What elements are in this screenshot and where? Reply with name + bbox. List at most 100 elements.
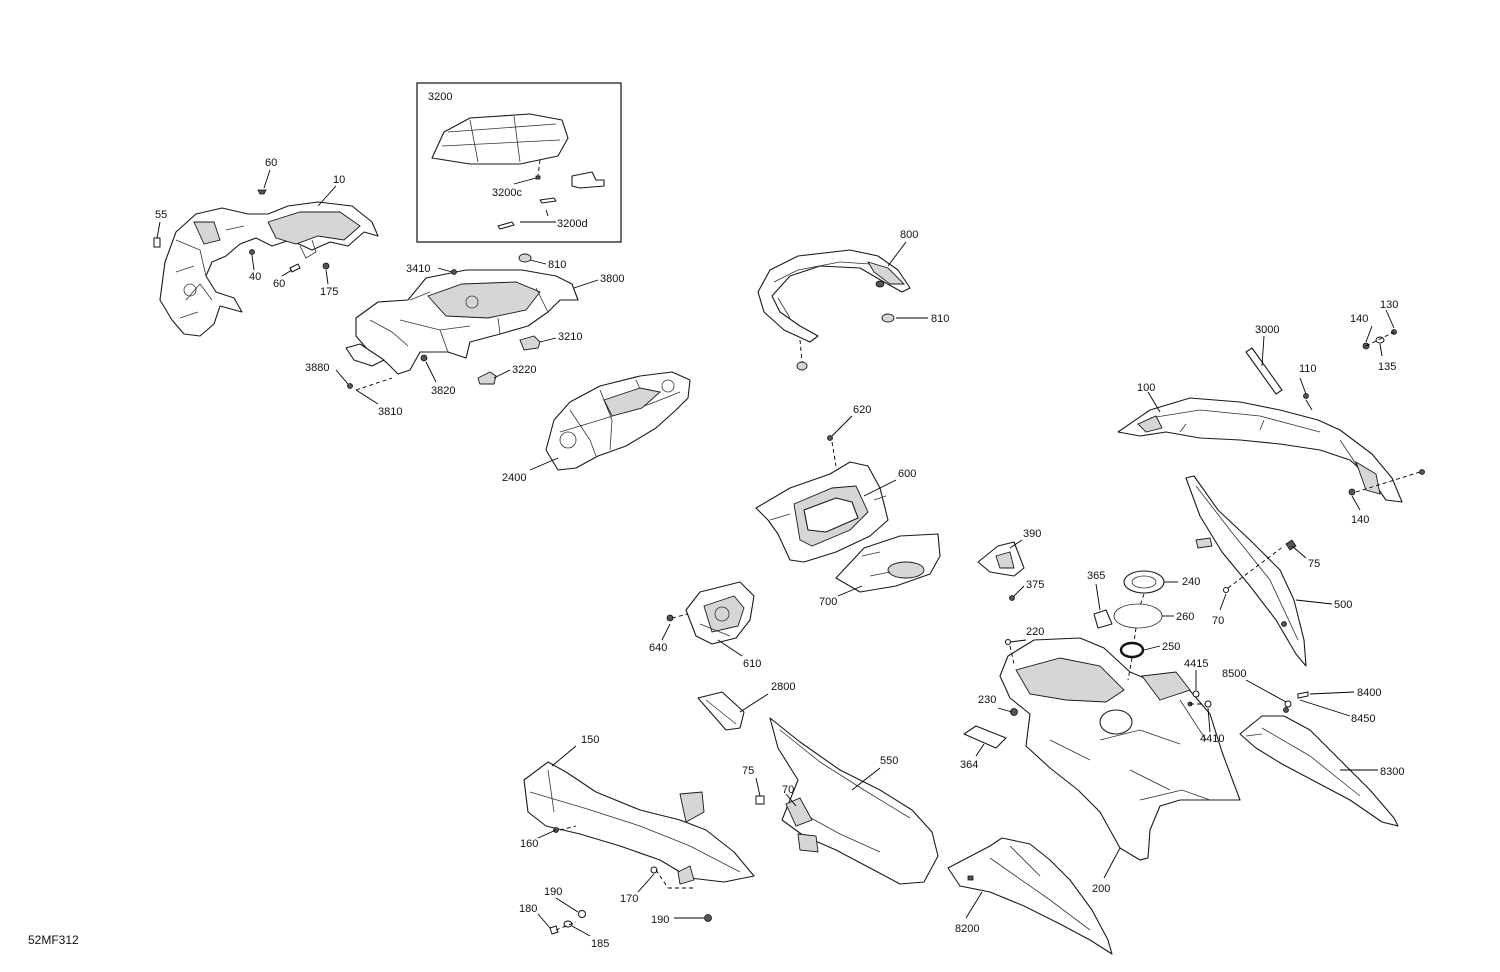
part-365 xyxy=(1093,609,1113,629)
callout-60a: 60 xyxy=(265,157,277,169)
callout-3820: 3820 xyxy=(431,385,455,397)
part-800-grab-handle xyxy=(757,249,911,343)
part-3000-strip xyxy=(1245,347,1283,395)
callout-185: 185 xyxy=(591,938,609,950)
callout-500: 500 xyxy=(1334,599,1352,611)
callout-550: 550 xyxy=(880,755,898,767)
inset-box-3200 xyxy=(416,82,622,243)
callout-3800: 3800 xyxy=(600,273,624,285)
callout-170: 170 xyxy=(620,893,638,905)
callout-190b: 190 xyxy=(651,914,669,926)
callout-140b: 140 xyxy=(1351,514,1369,526)
fastener-55 xyxy=(153,237,161,248)
fastener-620 xyxy=(827,435,833,441)
ring-250 xyxy=(1119,641,1145,659)
callout-375: 375 xyxy=(1026,579,1044,591)
washer-135 xyxy=(1375,336,1385,344)
fastener-170 xyxy=(650,866,658,874)
callout-2800: 2800 xyxy=(771,681,795,693)
fastener-190b xyxy=(704,914,712,922)
part-3220 xyxy=(477,371,497,385)
clip-75a xyxy=(755,795,765,805)
fastener-375 xyxy=(1009,595,1015,601)
callout-135: 135 xyxy=(1378,361,1396,373)
callout-620: 620 xyxy=(853,404,871,416)
callout-220: 220 xyxy=(1026,626,1044,638)
callout-190a: 190 xyxy=(544,886,562,898)
part-2400-instrument-cluster xyxy=(545,371,691,471)
callout-180: 180 xyxy=(519,903,537,915)
part-550-side-panel xyxy=(769,717,939,885)
part-8300-lower-panel xyxy=(1239,707,1399,827)
callout-230: 230 xyxy=(978,694,996,706)
fastener-70b xyxy=(1223,587,1229,593)
part-2800-pad xyxy=(697,691,745,731)
grommet-810a xyxy=(518,253,532,263)
part-390 xyxy=(977,541,1025,577)
part-8200-lower-panel xyxy=(947,837,1113,955)
callout-70b: 70 xyxy=(1212,615,1224,627)
callout-810b: 810 xyxy=(931,313,949,325)
grommet-810c xyxy=(796,361,808,371)
pad-364 xyxy=(963,725,1007,749)
callout-10: 10 xyxy=(333,174,345,186)
callout-800: 800 xyxy=(900,229,918,241)
callout-600: 600 xyxy=(898,468,916,480)
part-500-deflector xyxy=(1185,475,1307,667)
part-700-panel xyxy=(835,533,941,593)
ring-240 xyxy=(1123,570,1165,594)
fastener-175 xyxy=(322,262,330,270)
ring-260 xyxy=(1113,603,1163,629)
callout-3200: 3200 xyxy=(428,91,452,103)
fastener-140b xyxy=(1348,488,1356,496)
callout-390: 390 xyxy=(1023,528,1041,540)
callout-55: 55 xyxy=(155,209,167,221)
part-600-gauge-support xyxy=(755,461,889,563)
fastener-190a xyxy=(578,910,586,918)
callout-260: 260 xyxy=(1176,611,1194,623)
callout-4415: 4415 xyxy=(1184,658,1208,670)
leader-lines xyxy=(156,159,1421,937)
diagram-code: 52MF312 xyxy=(28,933,79,947)
callout-3210: 3210 xyxy=(558,331,582,343)
callout-130: 130 xyxy=(1380,299,1398,311)
callout-3810: 3810 xyxy=(378,406,402,418)
fastener-40 xyxy=(249,249,255,255)
callout-3220: 3220 xyxy=(512,364,536,376)
callout-810a: 810 xyxy=(548,259,566,271)
callout-3200c: 3200c xyxy=(492,187,522,199)
callout-175: 175 xyxy=(320,286,338,298)
callout-60b: 60 xyxy=(273,278,285,290)
callout-8400: 8400 xyxy=(1357,687,1381,699)
fastener-110 xyxy=(1303,393,1309,399)
callout-364: 364 xyxy=(960,759,978,771)
callout-75a: 75 xyxy=(742,765,754,777)
callout-3410: 3410 xyxy=(406,263,430,275)
callout-610: 610 xyxy=(743,658,761,670)
callout-640: 640 xyxy=(649,642,667,654)
callout-365: 365 xyxy=(1087,570,1105,582)
callout-140a: 140 xyxy=(1350,313,1368,325)
part-610-bracket xyxy=(685,581,755,645)
part-100-rear-fender xyxy=(1117,397,1403,503)
callout-150: 150 xyxy=(581,734,599,746)
callout-8200: 8200 xyxy=(955,923,979,935)
callout-110: 110 xyxy=(1299,363,1317,375)
part-10-front-fairing xyxy=(159,201,379,337)
fastener-3880 xyxy=(347,383,353,389)
callout-3200d: 3200d xyxy=(557,218,588,230)
callout-200: 200 xyxy=(1092,883,1110,895)
fastener-180 xyxy=(549,925,559,935)
part-150-side-panel xyxy=(523,761,755,885)
callout-40: 40 xyxy=(249,271,261,283)
fastener-8500 xyxy=(1284,700,1292,708)
callout-240: 240 xyxy=(1182,576,1200,588)
callout-100: 100 xyxy=(1137,382,1155,394)
callout-3000: 3000 xyxy=(1255,324,1279,336)
fastener-8400 xyxy=(1297,691,1309,699)
callout-8500: 8500 xyxy=(1222,668,1246,680)
callout-70a: 70 xyxy=(782,784,794,796)
callout-4410: 4410 xyxy=(1200,733,1224,745)
